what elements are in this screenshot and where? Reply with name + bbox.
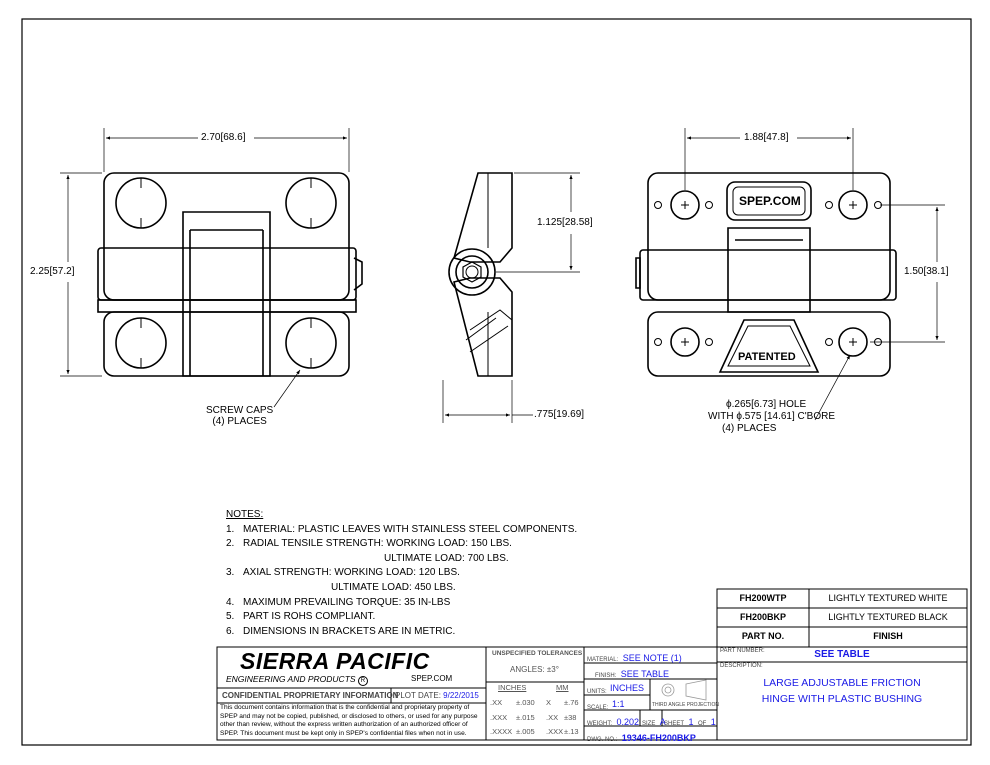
note-item: 3.AXIAL STRENGTH: WORKING LOAD: 120 LBS. — [226, 567, 460, 579]
part-number-value: SEE TABLE — [814, 649, 870, 660]
projection-symbol — [661, 679, 707, 701]
dim-height: 2.25[57.2] — [30, 266, 75, 277]
inches-label: INCHES — [498, 683, 527, 692]
description-label: DESCRIPTION: — [720, 663, 763, 669]
dim-hole-spacing-x: 1.88[47.8] — [744, 132, 789, 143]
sheet-field: SHEET 1 OF 1 — [664, 717, 716, 727]
dwg-field: DWG. NO.: 19346-FH200BKP — [587, 733, 696, 743]
dim-hole-spacing-y: 1.50[38.1] — [904, 266, 949, 277]
side-view-dimensions — [442, 172, 580, 423]
disclaimer: This document contains information that … — [220, 704, 478, 737]
finish-row-finish: LIGHTLY TEXTURED BLACK — [828, 612, 948, 622]
weight-field: WEIGHT: 0.202 — [587, 717, 639, 727]
projection-label: THIRD ANGLE PROJECTION — [652, 702, 719, 708]
dim-side-depth: .775[19.69] — [534, 409, 585, 420]
units-field: UNITS: — [587, 689, 607, 695]
mm-label: MM — [556, 683, 569, 692]
tolerance-row: .XXX±.015.XX±38 — [490, 712, 577, 722]
registered-mark: R — [357, 676, 368, 686]
note-item: 4.MAXIMUM PREVAILING TORQUE: 35 IN-LBS — [226, 596, 451, 608]
note-item: ULTIMATE LOAD: 700 LBS. — [384, 552, 509, 564]
finish-row-part: FH200WTP — [739, 593, 787, 603]
note-item: ULTIMATE LOAD: 450 LBS. — [331, 581, 456, 593]
notes-block: NOTES: 1.MATERIAL: PLASTIC LEAVES WITH S… — [226, 508, 577, 639]
back-view-dimensions — [684, 128, 945, 421]
plot-date: PLOT DATE: 9/22/2015 — [395, 691, 479, 700]
scale-value: 1:1 — [612, 699, 625, 709]
material-field: MATERIAL: SEE NOTE (1) — [587, 653, 682, 663]
units-value: INCHES — [610, 683, 645, 693]
finish-row-finish: LIGHTLY TEXTURED WHITE — [828, 593, 948, 603]
size-field: SIZE A — [642, 717, 666, 727]
notes-title: NOTES: — [226, 509, 264, 520]
screw-caps-callout: SCREW CAPS (4) PLACES — [206, 405, 274, 427]
finish-row-part: FH200BKP — [739, 612, 786, 622]
company-subtitle: ENGINEERING AND PRODUCTS R — [226, 674, 368, 686]
dim-width: 2.70[68.6] — [201, 132, 246, 143]
tolerance-row: .XXXX±.005.XXX±.13 — [490, 727, 579, 736]
note-item: 1.MATERIAL: PLASTIC LEAVES WITH STAINLES… — [226, 523, 578, 535]
scale-field: SCALE: — [587, 705, 609, 711]
title-block-grid — [216, 646, 968, 741]
company-website: SPEP.COM — [411, 674, 453, 683]
description-value: LARGE ADJUSTABLE FRICTION HINGE WITH PLA… — [761, 677, 923, 705]
note-item: 6.DIMENSIONS IN BRACKETS ARE IN METRIC. — [226, 625, 456, 637]
front-view-dimensions — [60, 128, 350, 408]
finish-field: FINISH: SEE TABLE — [595, 669, 669, 679]
hole-callout: ϕ.265[6.73] HOLE WITH ϕ.575 [14.61] C'BO… — [708, 399, 836, 434]
confidential-label: CONFIDENTIAL PROPRIETARY INFORMATION — [222, 691, 399, 700]
side-view — [448, 172, 513, 377]
company-name: SIERRA PACIFIC — [240, 648, 430, 674]
tolerances-label: UNSPECIFIED TOLERANCES — [492, 650, 583, 657]
spep-mark: SPEP.COM — [739, 194, 801, 208]
angles-tolerance: ANGLES: ±3° — [510, 665, 559, 674]
dim-side-height: 1.125[28.58] — [537, 217, 593, 228]
patented-mark: PATENTED — [738, 351, 796, 363]
note-item: 2.RADIAL TENSILE STRENGTH: WORKING LOAD:… — [226, 538, 512, 550]
finish-header-finish: FINISH — [873, 631, 903, 641]
back-view — [635, 172, 897, 377]
front-view — [97, 172, 363, 377]
sheet-border — [21, 18, 972, 746]
note-item: 5.PART IS ROHS COMPLIANT. — [226, 611, 376, 623]
finish-header-part: PART NO. — [741, 631, 785, 641]
part-number-label: PART NUMBER: — [720, 648, 765, 654]
